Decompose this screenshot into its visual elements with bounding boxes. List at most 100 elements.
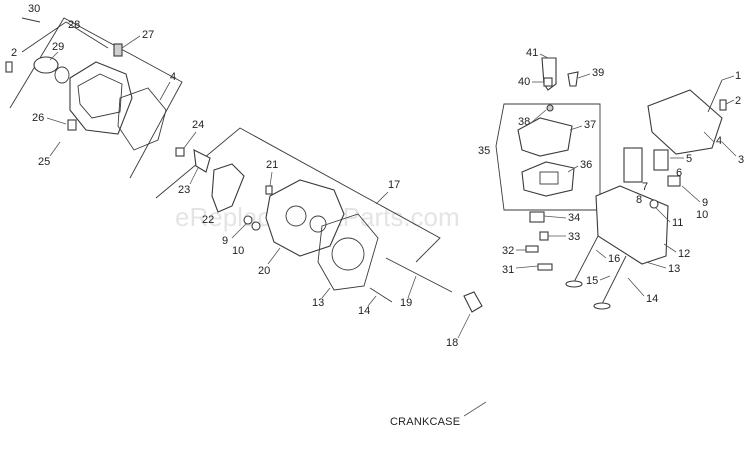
callout-9-right: 9 — [702, 197, 708, 209]
valve-cover-detail — [77, 73, 123, 119]
callout-10-left: 10 — [232, 245, 244, 257]
callout-18: 18 — [446, 337, 458, 349]
breather-rocker-group — [495, 57, 727, 310]
leader-37 — [569, 125, 583, 131]
ball-38-shape — [546, 104, 554, 112]
leader-20 — [267, 247, 281, 265]
leader-29 — [49, 51, 59, 61]
leader-2-right — [725, 99, 735, 105]
bolt-30-shape — [21, 17, 41, 23]
callout-13-left: 13 — [312, 297, 324, 309]
fitting-34-shape — [529, 211, 545, 223]
callout-6: 6 — [676, 167, 682, 179]
oil-cap-29-shape — [33, 56, 59, 74]
clip-32-shape — [525, 245, 539, 253]
leader-23 — [189, 167, 199, 185]
callout-35: 35 — [478, 145, 490, 157]
callout-3: 3 — [738, 154, 744, 166]
callout-19: 19 — [400, 297, 412, 309]
valve-15-stem — [601, 255, 627, 305]
gasket-4-left-shape — [117, 87, 167, 151]
leader-3 — [721, 141, 737, 157]
bracket-23-shape — [193, 149, 211, 173]
leader-4-left — [159, 81, 171, 101]
clip-39-shape — [567, 71, 579, 87]
leader-17 — [375, 191, 389, 205]
callout-23: 23 — [178, 184, 190, 196]
valve-16-stem — [573, 235, 599, 283]
callout-12: 12 — [678, 248, 690, 260]
callout-26: 26 — [32, 112, 44, 124]
head-gasket-13-shape — [317, 213, 379, 291]
plate-36-window — [539, 171, 559, 185]
leader-38 — [531, 109, 547, 123]
spring-shape-2 — [653, 149, 669, 171]
cylinder-head-group — [155, 127, 483, 313]
gasket-bore — [331, 237, 365, 271]
leader-39 — [577, 73, 591, 79]
callout-21: 21 — [266, 159, 278, 171]
leader-41 — [539, 53, 549, 59]
seal-11-shape — [649, 199, 659, 209]
callout-4-right: 4 — [716, 135, 722, 147]
leader-14-left — [367, 295, 377, 307]
callout-1: 1 — [735, 70, 741, 82]
callout-30: 30 — [28, 3, 40, 15]
callout-8: 8 — [636, 194, 642, 206]
rocker-9-shape — [667, 175, 681, 187]
leader-12 — [663, 243, 677, 253]
plate-36-shape — [521, 161, 575, 197]
push-rod-19-shape — [385, 257, 453, 293]
callout-9-left: 9 — [222, 235, 228, 247]
screw-2-left-shape — [5, 61, 13, 73]
screw-2-right-shape — [719, 99, 727, 111]
washer-10-shape — [251, 221, 261, 231]
leader-4-right — [703, 131, 715, 143]
callout-39: 39 — [592, 67, 604, 79]
callout-layer: 30 28 29 27 2 4 26 25 24 23 22 21 17 9 1… — [11, 3, 744, 349]
cover-37-shape — [517, 117, 573, 157]
clip-31-shape — [537, 263, 553, 271]
spring-shape-1 — [623, 147, 643, 183]
callout-32: 32 — [502, 245, 514, 257]
leader-19 — [407, 275, 417, 299]
crankcase-label: CRANKCASE — [390, 416, 460, 428]
leader-24 — [183, 131, 197, 149]
block-12-shape — [595, 185, 669, 265]
callout-15: 15 — [586, 275, 598, 287]
callout-38: 38 — [518, 116, 530, 128]
nut-9-shape — [243, 215, 253, 225]
head-port-1 — [285, 205, 307, 227]
callout-29: 29 — [52, 41, 64, 53]
leader-34 — [543, 215, 567, 219]
callout-14-left: 14 — [358, 305, 370, 317]
callout-13-right: 13 — [668, 263, 680, 275]
tube-18-shape — [463, 291, 483, 313]
leader-13-right — [645, 261, 667, 269]
callout-2-right: 2 — [735, 95, 741, 107]
valve-15-head — [593, 302, 611, 310]
callout-22: 22 — [202, 214, 214, 226]
callout-14-right: 14 — [646, 293, 658, 305]
valve-cover-body — [69, 61, 133, 135]
leader-31 — [515, 265, 539, 269]
callout-16: 16 — [608, 253, 620, 265]
callout-17: 17 — [388, 179, 400, 191]
screw-24-shape — [175, 147, 185, 157]
leader-18 — [457, 313, 471, 339]
leader-11 — [655, 207, 671, 223]
valve-16-head — [565, 280, 583, 288]
callout-5: 5 — [686, 153, 692, 165]
fitting-26-shape — [67, 119, 77, 131]
leader-15 — [599, 275, 611, 281]
group-bracket-35 — [495, 103, 601, 211]
leader-13-left — [321, 287, 331, 299]
breather-27-shape — [113, 43, 123, 57]
callout-20: 20 — [258, 265, 270, 277]
head-port-2 — [309, 215, 327, 233]
callout-40: 40 — [518, 76, 530, 88]
callout-7: 7 — [642, 181, 648, 193]
leader-9-left — [231, 223, 247, 239]
